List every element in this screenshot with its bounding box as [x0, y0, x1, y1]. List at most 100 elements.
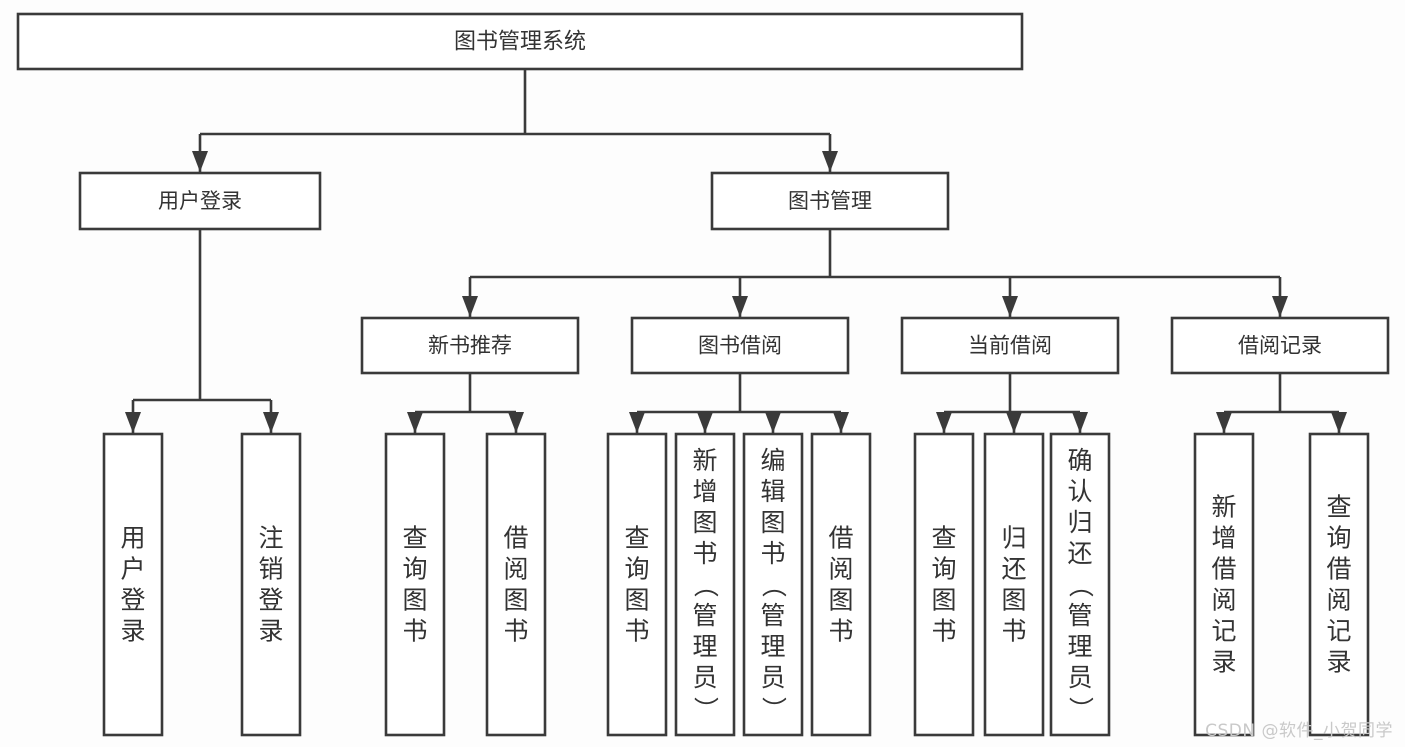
svg-text:管: 管	[760, 601, 785, 630]
leaf-box-leaf-query-book-current[interactable]	[913, 432, 975, 737]
leaf-box-leaf-user-logout[interactable]	[240, 432, 302, 737]
svg-text:记: 记	[1211, 617, 1236, 646]
svg-text:查: 查	[931, 524, 956, 553]
svg-text:增: 增	[1211, 524, 1236, 553]
arrow-head-icon	[508, 412, 524, 433]
svg-text:登: 登	[120, 586, 145, 615]
leaf-box-leaf-return-book[interactable]	[983, 432, 1045, 737]
arrow-head-icon	[192, 151, 208, 172]
root-node-label: 图书管理系统	[454, 30, 586, 55]
arrow-head-icon	[1216, 412, 1232, 433]
svg-text:户: 户	[120, 555, 145, 584]
svg-text:借: 借	[1326, 555, 1351, 584]
arrow-head-icon	[732, 296, 748, 317]
svg-text:录: 录	[120, 617, 145, 646]
leaf-box-leaf-borrow-book[interactable]	[810, 432, 872, 737]
root-node-box[interactable]	[16, 12, 1024, 71]
svg-text:注: 注	[258, 524, 283, 553]
svg-text:员: 员	[760, 663, 785, 692]
svg-text:认: 认	[1067, 477, 1092, 506]
svg-text:查: 查	[402, 524, 427, 553]
svg-text:书: 书	[828, 617, 853, 646]
svg-text:确: 确	[1067, 446, 1092, 475]
svg-text:管: 管	[1067, 601, 1092, 630]
arrow-head-icon	[822, 151, 838, 172]
svg-text:阅: 阅	[1326, 586, 1351, 615]
svg-text:图: 图	[931, 586, 956, 615]
svg-text:归: 归	[1067, 508, 1092, 537]
svg-text:询: 询	[402, 555, 427, 584]
svg-text:图: 图	[503, 586, 528, 615]
arrow-head-icon	[936, 412, 952, 433]
svg-text:用: 用	[120, 524, 145, 553]
svg-text:增: 增	[692, 477, 717, 506]
leaf-box-leaf-add-borrow-record[interactable]	[1193, 432, 1255, 737]
svg-text:询: 询	[931, 555, 956, 584]
leaf-box-leaf-add-book-admin[interactable]	[674, 432, 736, 737]
node-label-user-login: 用户登录	[158, 189, 242, 213]
svg-text:询: 询	[624, 555, 649, 584]
svg-text:）: ）	[691, 696, 720, 721]
node-box-user-login[interactable]	[78, 171, 322, 231]
node-box-book-manage[interactable]	[710, 171, 950, 231]
node-box-borrow-record[interactable]	[1170, 316, 1390, 375]
arrow-head-icon	[1002, 296, 1018, 317]
leaf-box-leaf-query-book-new[interactable]	[384, 432, 446, 737]
arrow-head-icon	[1331, 412, 1347, 433]
node-box-new-book-recommend[interactable]	[360, 316, 580, 375]
node-label-current-borrow: 当前借阅	[968, 334, 1052, 358]
svg-text:录: 录	[258, 617, 283, 646]
svg-text:书: 书	[760, 539, 785, 568]
svg-text:编: 编	[760, 446, 785, 475]
svg-text:书: 书	[931, 617, 956, 646]
svg-text:理: 理	[1067, 632, 1092, 661]
arrow-head-icon	[1072, 412, 1088, 433]
svg-text:询: 询	[1326, 524, 1351, 553]
svg-text:图: 图	[828, 586, 853, 615]
svg-text:图: 图	[624, 586, 649, 615]
arrow-head-icon	[1272, 296, 1288, 317]
connector-links	[125, 69, 1347, 433]
arrow-head-icon	[263, 412, 279, 433]
svg-text:图: 图	[402, 586, 427, 615]
node-boxes: 图书管理系统用户登录图书管理新书推荐图书借阅当前借阅借阅记录用户登录注销登录查询…	[16, 12, 1390, 737]
arrow-head-icon	[765, 412, 781, 433]
svg-text:辑: 辑	[760, 477, 785, 506]
arrow-head-icon	[462, 296, 478, 317]
svg-text:）: ）	[1066, 696, 1095, 721]
svg-text:理: 理	[760, 632, 785, 661]
svg-text:查: 查	[1326, 493, 1351, 522]
svg-text:（: （	[691, 572, 720, 597]
svg-text:录: 录	[1211, 648, 1236, 677]
leaf-box-leaf-confirm-return-admin[interactable]	[1049, 432, 1111, 737]
svg-text:还: 还	[1067, 539, 1092, 568]
svg-text:书: 书	[624, 617, 649, 646]
node-label-book-manage: 图书管理	[788, 189, 872, 213]
leaf-box-leaf-borrow-book-new[interactable]	[485, 432, 547, 737]
svg-text:（: （	[759, 572, 788, 597]
svg-text:新: 新	[692, 446, 717, 475]
leaf-box-leaf-user-login[interactable]	[102, 432, 164, 737]
node-label-new-book-recommend: 新书推荐	[428, 334, 512, 358]
svg-text:录: 录	[1326, 648, 1351, 677]
node-box-book-borrow[interactable]	[630, 316, 850, 375]
leaf-box-leaf-query-borrow-record[interactable]	[1308, 432, 1370, 737]
leaf-box-leaf-edit-book-admin[interactable]	[742, 432, 804, 737]
leaf-label-leaf-user-login: 用户登录	[120, 524, 145, 646]
svg-text:阅: 阅	[1211, 586, 1236, 615]
node-box-current-borrow[interactable]	[900, 316, 1120, 375]
leaf-box-leaf-query-book-borrow[interactable]	[606, 432, 668, 737]
svg-text:借: 借	[1211, 555, 1236, 584]
